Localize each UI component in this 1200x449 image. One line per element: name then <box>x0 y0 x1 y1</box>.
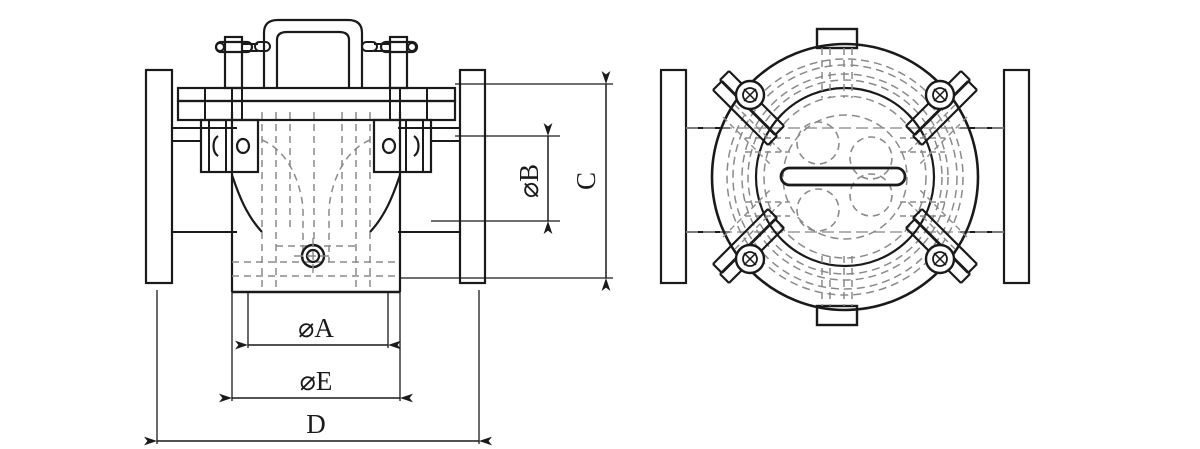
extension-lines-diameter-a <box>247 292 389 348</box>
cover-port-lower-right <box>849 173 893 217</box>
dimension-label-overall-height-c: C <box>571 172 601 190</box>
cover-plate-assembly <box>176 86 457 122</box>
swing-bolt-left <box>214 35 271 90</box>
cover-slot <box>779 166 907 187</box>
cover-port-lower-left <box>796 188 840 232</box>
lug-bracket-left <box>172 118 260 174</box>
cover-hidden-circles <box>726 58 964 296</box>
cover-port-upper-left <box>796 121 840 165</box>
front-elevation-view <box>144 18 487 294</box>
extension-lines-c <box>400 83 613 279</box>
lug-bracket-right <box>372 118 460 174</box>
dimension-label-diameter-e: ⌀E <box>300 366 333 396</box>
cover-plate-inner-hidden-ring <box>763 95 927 259</box>
drain-plug-center-lines <box>294 238 332 274</box>
dimension-label-overall-length-d: D <box>306 409 326 439</box>
end-cover-view <box>659 27 1031 327</box>
cover-port-upper-right <box>849 136 893 180</box>
outlet-flange <box>398 68 487 285</box>
cover-dashed-ports <box>796 121 893 232</box>
t-handle-bolt-upper-right <box>900 70 978 167</box>
t-handle-bolt-upper-left <box>712 70 790 167</box>
t-handle-bolt-lower-left <box>712 187 790 284</box>
swing-bolt-right <box>361 35 419 90</box>
dimension-group-front-view <box>144 71 613 446</box>
body-outer-circle <box>710 42 980 312</box>
lifting-handle <box>262 18 364 88</box>
dimension-label-diameter-b: ⌀B <box>514 164 544 198</box>
t-handle-bolt-lower-right <box>900 187 978 284</box>
extension-lines-overall-length-d <box>156 290 480 444</box>
extension-lines-diameter-e <box>231 292 401 401</box>
internal-basket-hidden-lines <box>232 112 400 292</box>
dimension-label-diameter-a: ⌀A <box>298 313 334 343</box>
extension-lines-diameter-b <box>431 135 560 222</box>
mounting-tab-bottom <box>815 256 859 327</box>
mounting-tab-top <box>815 27 859 98</box>
end-view-center-lines <box>686 127 1004 233</box>
cover-plate-circle <box>754 86 936 268</box>
